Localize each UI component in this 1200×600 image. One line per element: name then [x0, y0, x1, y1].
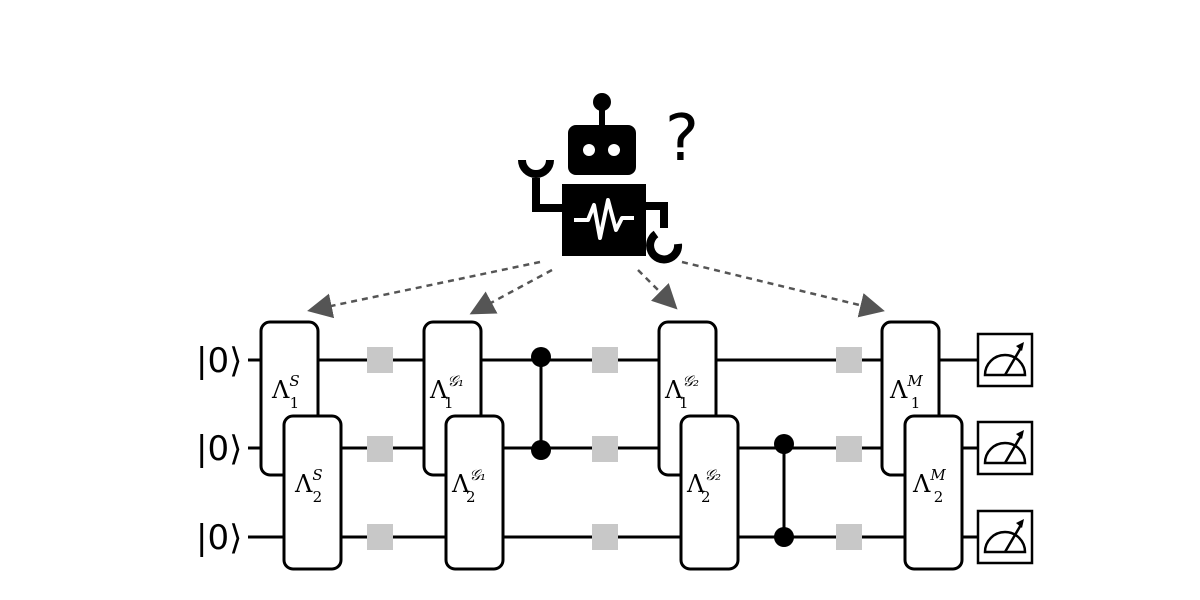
- svg-text:ΛS2: ΛS2: [294, 466, 323, 506]
- svg-text:ΛM2: ΛM2: [912, 466, 946, 506]
- cz-gate-1: [531, 347, 551, 460]
- measurement-meter-icon: [976, 332, 1034, 388]
- input-state-2: |0⟩: [196, 429, 242, 469]
- svg-text:ΛM1: ΛM1: [889, 372, 923, 412]
- question-mark: ?: [665, 102, 699, 176]
- robot-icon: [518, 93, 683, 264]
- measurement-meter-icon: [976, 509, 1034, 565]
- input-state-1: |0⟩: [196, 341, 242, 381]
- robot-arrows: [307, 260, 885, 319]
- measurement-meter-icon: [976, 420, 1034, 476]
- svg-text:ΛS1: ΛS1: [271, 372, 300, 412]
- cz-gate-2: [774, 434, 794, 547]
- input-state-3: |0⟩: [196, 518, 242, 558]
- noise-blocks: [367, 347, 862, 550]
